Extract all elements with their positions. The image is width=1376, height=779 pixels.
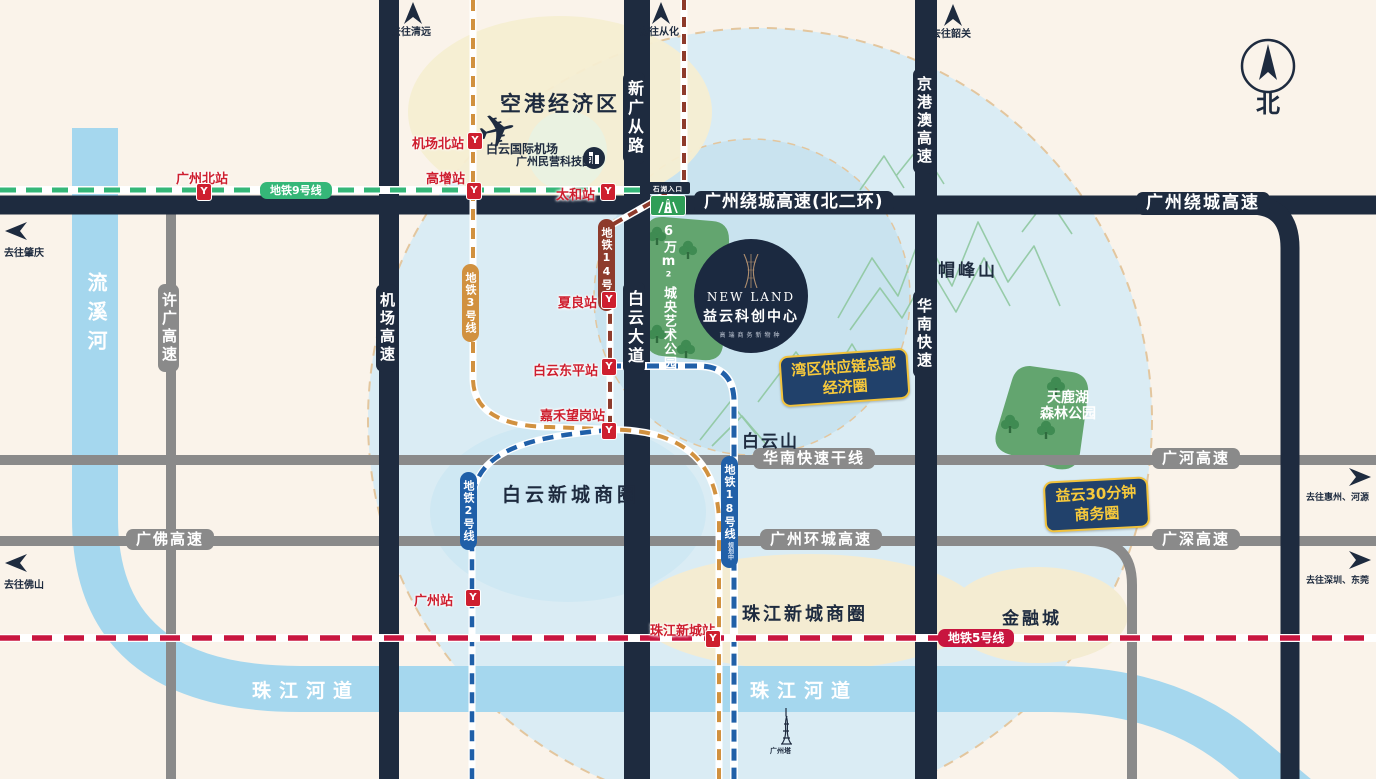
station-taihe: 太和站 [556, 188, 596, 203]
road-label-baiyun-avenue: 白云大道 [623, 282, 645, 374]
arrow-up-qingyuan-icon [404, 2, 422, 24]
project-name-en: NEW LAND [706, 289, 796, 304]
metro-station-icon: Y [466, 182, 482, 200]
road-label-huanan-exp: 华南快速 [913, 290, 934, 378]
road-label-raocheng-east: 广州绕城高速 [1136, 192, 1270, 215]
metro-label-line2: 地铁2号线 [460, 472, 477, 550]
zone-label-airport-economic: 空港经济区 [500, 92, 620, 116]
road-label-guangshen: 广深高速 [1152, 529, 1241, 550]
arrow-left-foshan-icon [5, 554, 27, 572]
zone-label-baiyun-newtown: 白云新城商圈 [502, 484, 641, 506]
metro-station-icon: Y [705, 630, 721, 648]
road-label-guanghe: 广河高速 [1152, 448, 1241, 469]
river-path [72, 128, 1311, 779]
metro-label-line18-text: 地铁18号线 [723, 464, 736, 540]
label-baiyun-mountain: 白云山 [742, 432, 799, 452]
tech-park-area [527, 111, 607, 191]
station-guangzhou: 广州站 [414, 594, 454, 609]
label-liuxi-river: 流溪河 [84, 272, 108, 359]
label-tianluhu-line2: 森林公园 [1040, 406, 1096, 423]
metro-station-icon: Y [196, 183, 212, 201]
station-jichang-north: 机场北站 [412, 137, 465, 152]
label-baiyun-airport: 白云国际机场 [486, 142, 559, 156]
label-canton-tower: 广州塔 [770, 747, 791, 755]
label-maofeng-mountain: 帽峰山 [938, 261, 998, 281]
arrow-up-shaoguan-icon [944, 4, 962, 26]
metro-station-icon: Y [601, 291, 617, 309]
direction-arrows [5, 2, 1371, 572]
metro-label-line3: 地铁3号线 [462, 264, 479, 342]
station-jiahe-wanggang: 嘉禾望岗站 [540, 409, 606, 424]
compass-icon [1240, 38, 1296, 94]
zone-label-financial-city: 金融城 [1002, 609, 1062, 629]
arrow-label-conghua: 去往从化 [639, 27, 679, 38]
station-baiyun-dongping: 白云东平站 [533, 364, 599, 379]
metro-label-line18-note: 规划中 [726, 542, 734, 560]
metro-label-line14: 地铁14号线 [598, 219, 615, 311]
road-label-jinggangao: 京港澳高速 [913, 68, 934, 174]
road-label-huanan-trunk: 华南快速干线 [753, 448, 876, 469]
metro-label-line9: 地铁9号线 [260, 182, 332, 199]
arrow-right-huizhou-icon [1349, 468, 1371, 486]
project-name-cn: 益云科创中心 [703, 308, 799, 325]
tech-park-building-icon [583, 147, 605, 169]
arrow-label-huizhou: 去往惠州、河源 [1306, 493, 1370, 503]
road-label-huancheng: 广州环城高速 [760, 529, 883, 550]
zone-label-zhujiang-newtown: 珠江新城商圈 [742, 604, 868, 625]
station-guangzhou-north: 广州北站 [176, 172, 229, 187]
metro-station-icon: Y [601, 358, 617, 376]
arrow-left-zhaoqing-icon [5, 222, 27, 240]
road-label-guangfo: 广佛高速 [126, 529, 215, 550]
label-tech-park: 广州民营科技园 [516, 155, 593, 168]
canton-tower-icon [781, 708, 792, 745]
label-tianluhu-park: 天鹿湖 森林公园 [1028, 390, 1108, 422]
label-zhujiang-river-left: 珠江河道 [252, 680, 361, 702]
arrow-label-shaoguan: 去往韶关 [931, 29, 971, 40]
arrow-up-conghua-icon [652, 2, 670, 24]
metro-label-line5: 地铁5号线 [938, 629, 1015, 647]
label-tianluhu-line1: 天鹿湖 [1047, 390, 1089, 406]
road-label-jichang: 机场高速 [376, 284, 397, 372]
station-gaozeng: 高增站 [426, 172, 466, 187]
station-xialiang: 夏良站 [558, 296, 598, 311]
project-tower-icon [743, 253, 759, 288]
shihu-entrance-label: 石湖入口 [646, 182, 690, 194]
label-zhujiang-river-center: 珠江河道 [750, 680, 859, 702]
arrow-right-shenzhen-icon [1349, 551, 1371, 569]
arrow-label-shenzhen: 去往深圳、东莞 [1306, 576, 1370, 586]
road-label-xuguang: 许广高速 [158, 284, 179, 372]
label-art-park: 6万m²城央艺术公园 [661, 224, 676, 370]
metro-station-icon: Y [467, 132, 483, 150]
highway-entrance-icon [650, 195, 686, 216]
arrow-label-foshan: 去往佛山 [4, 580, 44, 591]
arrow-label-zhaoqing: 去往肇庆 [4, 248, 44, 259]
metro-station-icon: Y [600, 183, 616, 201]
project-logo: NEW LAND 益云科创中心 高端商务新物种 [694, 239, 808, 353]
metro-label-line18: 地铁18号线 规划中 [721, 456, 738, 568]
project-tagline: 高端商务新物种 [719, 331, 783, 339]
compass-north-label: 北 [1256, 90, 1280, 118]
shihu-entrance-sign: 石湖入口 [646, 182, 690, 216]
road-label-raocheng-north: 广州绕城高速(北二环) [694, 191, 894, 214]
badge-bay-area-circle: 湾区供应链总部 经济圈 [778, 347, 911, 408]
tianluhu-park-area [995, 366, 1089, 470]
badge-biz-circle: 益云30分钟 商务圈 [1042, 476, 1151, 533]
metro-station-icon: Y [465, 589, 481, 607]
metro-station-icon: Y [601, 422, 617, 440]
station-zhujiang-new-town: 珠江新城站 [650, 624, 716, 639]
road-label-xinguangcong: 新广从路 [623, 72, 645, 164]
arrow-label-qingyuan: 去往清远 [391, 27, 431, 38]
